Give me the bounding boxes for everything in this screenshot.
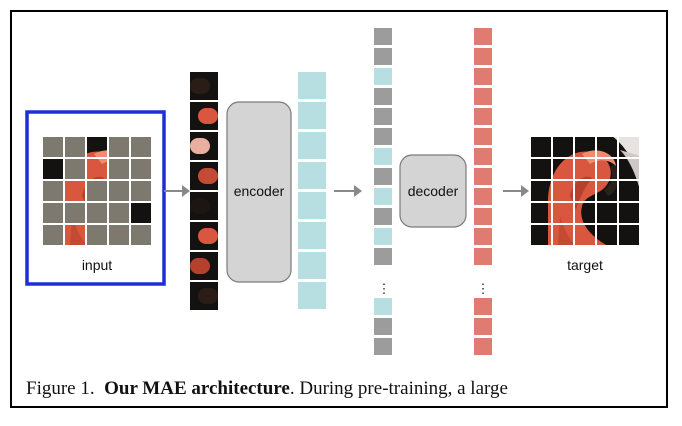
decoder-output-token [474, 248, 492, 265]
encoded-token-slot [374, 148, 392, 165]
mask-token [374, 338, 392, 355]
visible-patch-content [190, 78, 210, 94]
encoded-tokens-column [298, 72, 326, 309]
mask-token [374, 208, 392, 225]
encoded-token [298, 132, 326, 159]
input-masked-patch [109, 159, 129, 179]
caption-text: . During pre-training, a large [289, 378, 508, 399]
input-masked-patch [87, 203, 107, 223]
mask-token [374, 128, 392, 145]
decoder-output-token [474, 68, 492, 85]
encoded-token [298, 102, 326, 129]
input-cell-border [129, 223, 153, 247]
decoder-block: decoder [399, 154, 467, 228]
decoder-output-token [474, 88, 492, 105]
encoded-token-slot [374, 228, 392, 245]
decoder-output-column [474, 28, 492, 355]
target-image [530, 136, 640, 246]
mask-token [374, 248, 392, 265]
input-label: input [82, 257, 112, 273]
visible-patch-content [190, 138, 210, 154]
visible-patch-content [198, 288, 218, 304]
visible-patches-column [190, 72, 218, 310]
encoded-token [298, 162, 326, 189]
decoder-output-token [474, 128, 492, 145]
encoded-token [298, 252, 326, 279]
decoder-output-token [474, 28, 492, 45]
input-masked-patch [43, 225, 63, 245]
encoded-token-slot [374, 68, 392, 85]
encoded-token-slot [374, 188, 392, 205]
full-token-sequence [374, 28, 392, 355]
input-masked-patch [65, 203, 85, 223]
encoder-block: encoder [226, 101, 292, 283]
mask-token [374, 88, 392, 105]
input-masked-patch [43, 137, 63, 157]
input-masked-patch [131, 225, 151, 245]
input-masked-patch [87, 225, 107, 245]
token-ellipsis: ⋮ [378, 281, 391, 296]
mask-token [374, 108, 392, 125]
input-panel: input [25, 110, 166, 286]
input-masked-patch [43, 203, 63, 223]
decoder-output-token [474, 318, 492, 335]
input-masked-patch [65, 137, 85, 157]
figure-caption: Figure 1. Our MAE architecture. During p… [26, 378, 666, 400]
input-masked-patch [109, 181, 129, 201]
target-patch [617, 223, 641, 247]
input-masked-patch [109, 137, 129, 157]
mask-token [374, 48, 392, 65]
encoded-token [298, 72, 326, 99]
mask-token [374, 28, 392, 45]
decoder-output-token [474, 48, 492, 65]
input-masked-patch [109, 225, 129, 245]
encoder-label: encoder [234, 183, 285, 199]
encoded-token [298, 222, 326, 249]
visible-patch-content [198, 228, 218, 244]
decoder-output-token [474, 208, 492, 225]
decoder-output-token [474, 228, 492, 245]
input-masked-patch [131, 137, 151, 157]
encoded-token [298, 192, 326, 219]
mask-token [374, 318, 392, 335]
decoder-output-token [474, 108, 492, 125]
mask-token [374, 168, 392, 185]
input-masked-grid [41, 135, 153, 247]
input-masked-patch [43, 181, 63, 201]
encoded-token-slot [374, 298, 392, 315]
arrow-input-to-patches [164, 185, 190, 197]
visible-patch-content [190, 198, 210, 214]
decoder-output-token [474, 188, 492, 205]
decoder-label: decoder [408, 183, 459, 199]
caption-prefix: Figure 1. [26, 378, 95, 399]
decoder-output-token [474, 298, 492, 315]
arrow-output-to-target [503, 185, 529, 197]
encoded-token [298, 282, 326, 309]
visible-patch-content [198, 108, 218, 124]
input-masked-patch [65, 159, 85, 179]
output-ellipsis: ⋮ [477, 281, 490, 296]
target-panel: target [529, 135, 641, 273]
arrow-encoded-to-tokens [334, 185, 362, 197]
input-masked-patch [109, 203, 129, 223]
caption-title: Our MAE architecture [104, 378, 290, 399]
target-label: target [567, 257, 603, 273]
decoder-output-token [474, 338, 492, 355]
visible-patch-content [190, 258, 210, 274]
decoder-output-token [474, 148, 492, 165]
visible-patch-content [198, 168, 218, 184]
target-patch-grid [529, 135, 641, 247]
input-masked-patch [87, 181, 107, 201]
decoder-output-token [474, 168, 492, 185]
input-masked-patch [131, 159, 151, 179]
input-masked-patch [131, 181, 151, 201]
